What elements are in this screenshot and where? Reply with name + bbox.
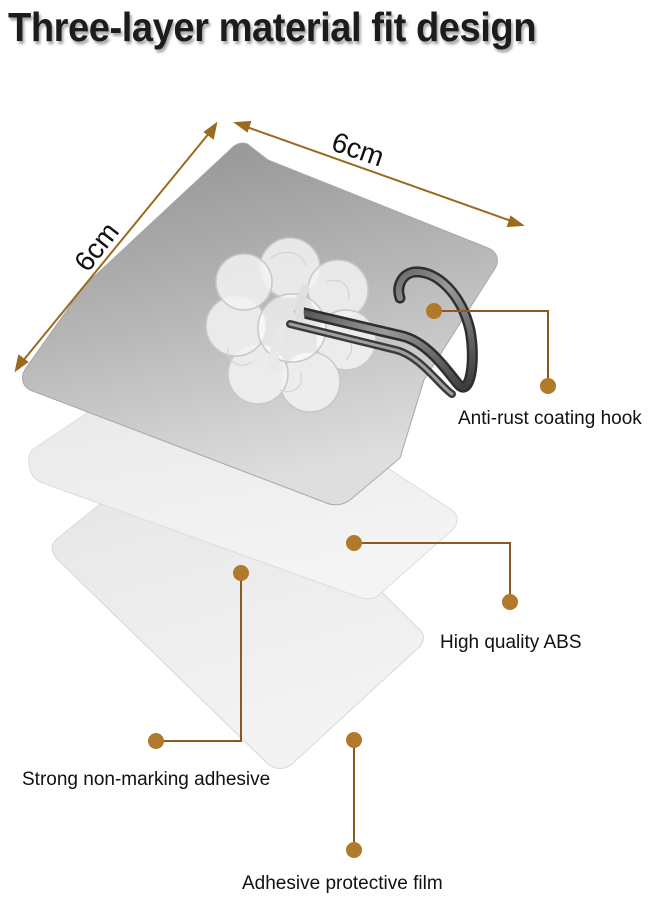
adhesive-callout-end-dot bbox=[148, 733, 164, 749]
height-dimension-arrow bbox=[14, 121, 218, 373]
adhesive-callout-line bbox=[156, 573, 242, 742]
page-title: Three-layer material fit design bbox=[8, 4, 537, 50]
width-dimension-arrow bbox=[233, 120, 525, 228]
metal-hook-icon bbox=[268, 266, 478, 398]
abs-callout-end-dot bbox=[502, 594, 518, 610]
hook-callout-end-dot bbox=[540, 378, 556, 394]
film-callout-dot bbox=[346, 732, 362, 748]
adhesive-callout-label: Strong non-marking adhesive bbox=[22, 769, 271, 790]
flower-base-icon bbox=[205, 237, 377, 413]
hook-callout-dot bbox=[426, 303, 442, 319]
hook-callout-label: Anti-rust coating hook bbox=[458, 408, 642, 429]
abs-callout-label: High quality ABS bbox=[440, 632, 582, 653]
film-callout-end-dot bbox=[346, 842, 362, 858]
abs-callout-dot bbox=[346, 535, 362, 551]
hook-callout-line bbox=[434, 310, 549, 384]
adhesive-callout-dot bbox=[233, 565, 249, 581]
abs-callout-line bbox=[354, 542, 511, 600]
film-callout-label: Adhesive protective film bbox=[242, 873, 443, 894]
